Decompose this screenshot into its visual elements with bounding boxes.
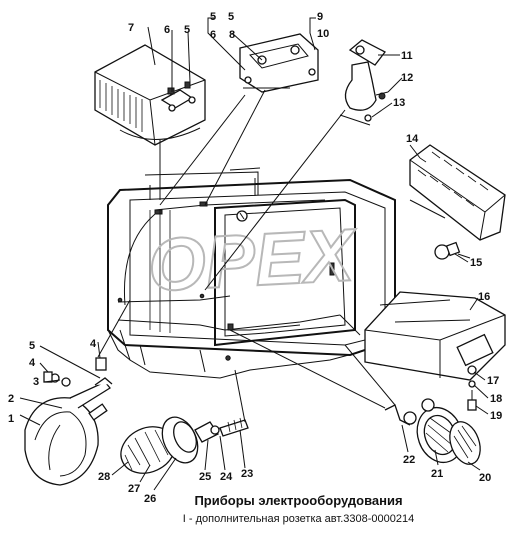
bulb-15 [434, 241, 471, 260]
callout-14: 14 [406, 133, 419, 145]
callout-26: 26 [144, 493, 156, 505]
callout-13: 13 [393, 97, 405, 109]
callout-8: 8 [229, 29, 235, 41]
caption-note: I - дополнительная розетка авт.3308-0000… [182, 513, 415, 525]
callout-23: 23 [241, 468, 253, 480]
lamp-11 [204, 39, 389, 291]
callout-24: 24 [220, 471, 233, 483]
lamp-27 [120, 369, 249, 474]
callout-11: 11 [401, 50, 413, 62]
watermark-text: OPEX [146, 213, 360, 307]
callout-19: 19 [490, 410, 502, 422]
callout-25: 25 [199, 471, 211, 483]
callout-16: 16 [478, 291, 490, 303]
callout-18: 18 [490, 393, 502, 405]
callout-4b: 4 [90, 338, 97, 350]
leader-lines [19, 17, 489, 491]
callout-1: 1 [8, 413, 14, 425]
relay-box-7 [94, 44, 206, 200]
callout-5a: 5 [184, 24, 190, 36]
callout-28: 28 [98, 471, 110, 483]
callout-labels: 7 6 5 5 6 5 8 9 10 11 12 13 14 15 16 17 … [8, 11, 502, 505]
callout-3: 3 [33, 376, 39, 388]
cab-outline [107, 167, 396, 379]
callout-17: 17 [487, 375, 499, 387]
callout-5c: 5 [228, 11, 234, 23]
callout-20: 20 [479, 472, 491, 484]
callout-5b: 5 [210, 11, 216, 23]
signal-2 [24, 299, 131, 486]
callout-9: 9 [317, 11, 323, 23]
control-unit-16 [339, 291, 506, 411]
callout-7: 7 [128, 22, 134, 34]
callout-6a: 6 [164, 24, 170, 36]
callout-15: 15 [470, 257, 482, 269]
horn-21 [229, 329, 481, 465]
callout-21: 21 [431, 468, 443, 480]
callout-10: 10 [317, 28, 329, 40]
callout-2: 2 [8, 393, 14, 405]
callout-5d: 5 [29, 340, 35, 352]
fuse-block-14 [409, 144, 506, 241]
callout-27: 27 [128, 483, 140, 495]
callout-12: 12 [401, 72, 413, 84]
relay-plate-8 [159, 33, 319, 206]
callout-4a: 4 [29, 357, 36, 369]
callout-6b: 6 [210, 29, 216, 41]
caption-title: Приборы электрооборудования [194, 493, 403, 508]
callout-22: 22 [403, 454, 415, 466]
